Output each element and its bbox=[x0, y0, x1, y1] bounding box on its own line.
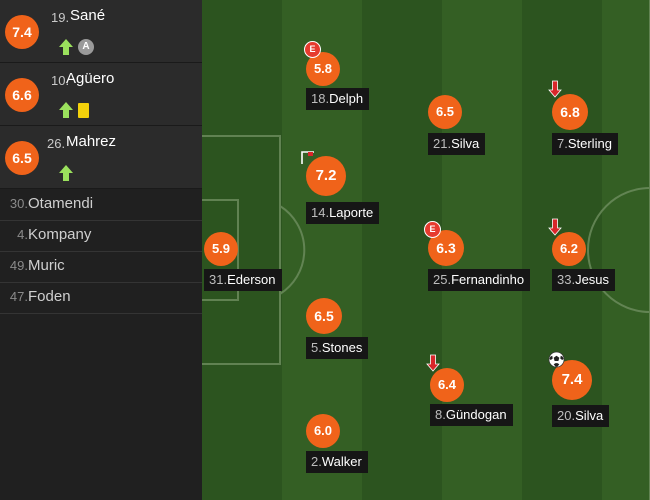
player-label: 14.Laporte bbox=[306, 202, 380, 224]
player-number: 14. bbox=[311, 205, 330, 220]
player-label: 25.Fernandinho bbox=[428, 269, 531, 291]
sub-off-arrow-icon bbox=[548, 218, 562, 236]
player-number: 5. bbox=[311, 340, 322, 355]
player-number: 33. bbox=[557, 272, 576, 287]
player-name: Fernandinho bbox=[451, 272, 525, 287]
player-label: 5.Stones bbox=[306, 337, 369, 359]
player-name: Gündogan bbox=[445, 407, 507, 422]
event-icon: E bbox=[304, 41, 321, 58]
player-number: 26. bbox=[47, 136, 66, 151]
player-name: Kompany bbox=[28, 226, 92, 243]
sub-on-arrow-icon bbox=[59, 102, 73, 118]
player-number: 49. bbox=[9, 258, 28, 273]
player-label: 31.Ederson bbox=[204, 269, 282, 291]
player-rating: 6.0 bbox=[306, 414, 340, 448]
player-label: 18.Delph bbox=[306, 88, 370, 110]
player-number: 10. bbox=[51, 73, 70, 88]
player-label: 7.Sterling bbox=[552, 133, 618, 155]
player-number: 20. bbox=[557, 408, 576, 423]
corner-flag-icon bbox=[301, 151, 314, 164]
player-name: Agüero bbox=[66, 70, 115, 87]
sub-off-arrow-icon bbox=[426, 354, 440, 372]
bench-row-kompany[interactable]: 4. Kompany bbox=[0, 221, 202, 252]
player-number: 31. bbox=[209, 272, 228, 287]
player-number: 2. bbox=[311, 454, 322, 469]
player-rating: 7.4 bbox=[5, 15, 39, 49]
player-number: 18. bbox=[311, 91, 330, 106]
player-number: 21. bbox=[433, 136, 452, 151]
player-label: 2.Walker bbox=[306, 451, 368, 473]
sub-on-arrow-icon bbox=[59, 39, 73, 55]
yellow-card-icon bbox=[78, 102, 89, 118]
player-rating: 6.2 bbox=[552, 232, 586, 266]
player-name: Laporte bbox=[329, 205, 374, 220]
substitute-row-mahrez[interactable]: 6.5 26. Mahrez bbox=[0, 126, 202, 189]
player-label: 21.Silva bbox=[428, 133, 486, 155]
sub-on-arrow-icon bbox=[59, 165, 73, 181]
player-rating: 6.6 bbox=[5, 78, 39, 112]
player-name: Ederson bbox=[227, 272, 276, 287]
pitch: 5.8 E 18.Delph 6.5 21.Silva 6.8 7.Sterli… bbox=[202, 0, 650, 500]
player-name: Otamendi bbox=[28, 195, 94, 212]
player-rating: 6.5 bbox=[428, 95, 462, 129]
player-name: Silva bbox=[575, 408, 604, 423]
player-name: Stones bbox=[321, 340, 363, 355]
player-rating: 6.4 bbox=[430, 368, 464, 402]
player-number: 25. bbox=[433, 272, 452, 287]
goal-ball-icon bbox=[548, 351, 565, 368]
player-number: 30. bbox=[9, 196, 28, 211]
player-name: Mahrez bbox=[66, 133, 117, 150]
assist-icon: A bbox=[78, 39, 94, 55]
player-label: 33.Jesus bbox=[552, 269, 616, 291]
event-icon: E bbox=[424, 221, 441, 238]
player-number: 47. bbox=[9, 289, 28, 304]
player-label: 8.Gündogan bbox=[430, 404, 513, 426]
bench-row-foden[interactable]: 47. Foden bbox=[0, 283, 202, 314]
player-name: Delph bbox=[329, 91, 364, 106]
player-name: Sterling bbox=[567, 136, 612, 151]
substitute-row-sane[interactable]: 7.4 19. Sané A bbox=[0, 0, 202, 63]
bench-row-muric[interactable]: 49. Muric bbox=[0, 252, 202, 283]
bench-row-otamendi[interactable]: 30. Otamendi bbox=[0, 190, 202, 221]
player-rating: 5.9 bbox=[204, 232, 238, 266]
player-name: Muric bbox=[28, 257, 65, 274]
sub-off-arrow-icon bbox=[548, 80, 562, 98]
player-number: 4. bbox=[17, 227, 28, 242]
player-name: Silva bbox=[451, 136, 480, 151]
player-rating: 6.5 bbox=[5, 141, 39, 175]
player-name: Jesus bbox=[575, 272, 610, 287]
substitute-row-aguero[interactable]: 6.6 10. Agüero bbox=[0, 63, 202, 126]
player-rating: 6.5 bbox=[306, 298, 342, 334]
player-rating: 6.8 bbox=[552, 94, 588, 130]
player-number: 19. bbox=[51, 10, 70, 25]
player-name: Foden bbox=[28, 288, 71, 305]
player-name: Sané bbox=[70, 7, 106, 24]
player-number: 8. bbox=[435, 407, 446, 422]
player-name: Walker bbox=[321, 454, 362, 469]
player-number: 7. bbox=[557, 136, 568, 151]
player-rating: 7.2 bbox=[306, 156, 346, 196]
player-label: 20.Silva bbox=[552, 405, 610, 427]
substitutes-panel: 7.4 19. Sané A 6.6 10. Agüero 6.5 26. Ma… bbox=[0, 0, 202, 500]
